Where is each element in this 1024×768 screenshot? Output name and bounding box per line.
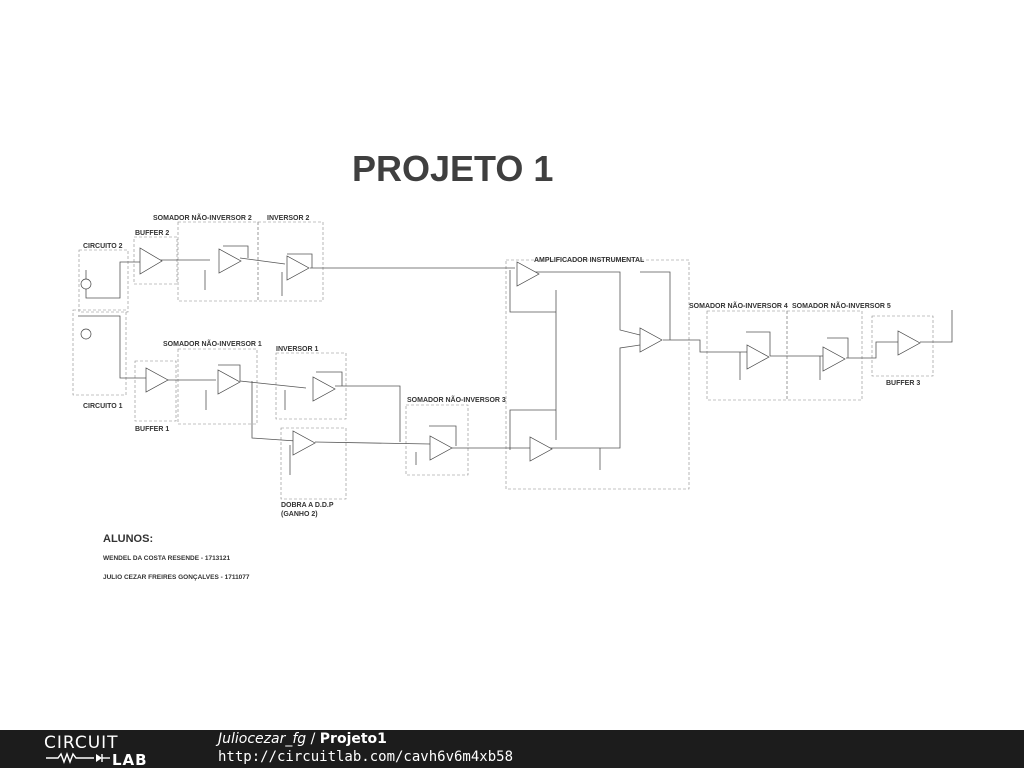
opamp-somador-5 [822,346,846,372]
voltage-source-v1 [80,328,92,340]
box-somador-4 [706,310,788,401]
opamp-inversor-2 [286,255,310,281]
label-somador-1: SOMADOR NÃO-INVERSOR 1 [163,339,262,348]
circuitlab-logo[interactable]: CIRCUIT LAB [44,733,174,767]
students-header: ALUNOS: [103,533,154,545]
opamp-buffer-2 [139,247,163,275]
box-buffer-2 [133,236,178,285]
label-somador-3: SOMADOR NÃO-INVERSOR 3 [407,395,506,404]
opamp-ai-3 [639,327,663,353]
author-username[interactable]: Juliocezar_fg [218,731,307,747]
label-buffer-3: BUFFER 3 [886,380,920,387]
label-somador-4: SOMADOR NÃO-INVERSOR 4 [689,301,788,310]
box-somador-1 [177,348,258,425]
box-dobra [280,427,347,500]
box-buffer-1 [134,360,177,422]
box-circuito-1 [72,309,127,396]
box-somador-5 [786,310,863,401]
opamp-dobra [292,430,316,456]
opamp-ai-1 [516,261,540,287]
student-name-2: JULIO CEZAR FREIRES GONÇALVES - 1711077 [103,574,250,581]
schematic-canvas: SOMADOR NÃO-INVERSOR 2 INVERSOR 2 BUFFER… [72,213,953,518]
opamp-ai-2 [529,436,553,462]
label-circuito-1: CIRCUITO 1 [83,403,123,410]
label-buffer-1: BUFFER 1 [135,426,169,433]
project-name[interactable]: Projeto1 [319,731,387,747]
opamp-somador-2 [218,248,242,274]
opamp-somador-4 [746,344,770,370]
opamp-somador-1 [217,369,241,395]
logo-text-bottom: LAB [112,751,148,767]
author-separator: / [306,731,320,747]
opamp-somador-3 [429,435,453,461]
label-dobra-1: DOBRA A D.D.P [281,502,334,509]
label-circuito-2: CIRCUITO 2 [83,243,123,250]
label-somador-5: SOMADOR NÃO-INVERSOR 5 [792,301,891,310]
footer-bar: CIRCUIT LAB Juliocezar_fg / Projeto1 htt… [0,730,1024,768]
label-inversor-2: INVERSOR 2 [267,215,310,222]
label-somador-2: SOMADOR NÃO-INVERSOR 2 [153,213,252,222]
box-inversor-2 [257,221,324,302]
op-amps [139,247,921,462]
voltage-source-v2 [80,278,92,290]
opamp-buffer-3 [897,330,921,356]
students-block: ALUNOS: WENDEL DA COSTA RESENDE - 171312… [103,533,250,593]
box-somador-2 [177,221,259,302]
label-buffer-2: BUFFER 2 [135,230,169,237]
box-somador-3 [405,404,469,476]
label-inversor-1: INVERSOR 1 [276,346,319,353]
box-amplificador [505,259,690,490]
box-circuito-2 [78,249,129,313]
page-title: PROJETO 1 [352,148,554,189]
logo-text-top: CIRCUIT [44,733,119,753]
author-line: Juliocezar_fg / Projeto1 [218,731,387,747]
resistor-icon [46,752,94,764]
wires [78,245,953,475]
opamp-buffer-1 [145,367,169,393]
label-amplificador: AMPLIFICADOR INSTRUMENTAL [534,257,645,264]
label-dobra-2: (GANHO 2) [281,511,318,518]
box-buffer-3 [871,315,934,377]
project-url[interactable]: http://circuitlab.com/cavh6v6m4xb58 [218,749,514,765]
opamp-inversor-1 [312,376,336,402]
student-name-1: WENDEL DA COSTA RESENDE - 1713121 [103,555,231,562]
diode-icon [96,754,102,762]
schematic-diagram: SOMADOR NÃO-INVERSOR 2 INVERSOR 2 BUFFER… [72,213,953,518]
